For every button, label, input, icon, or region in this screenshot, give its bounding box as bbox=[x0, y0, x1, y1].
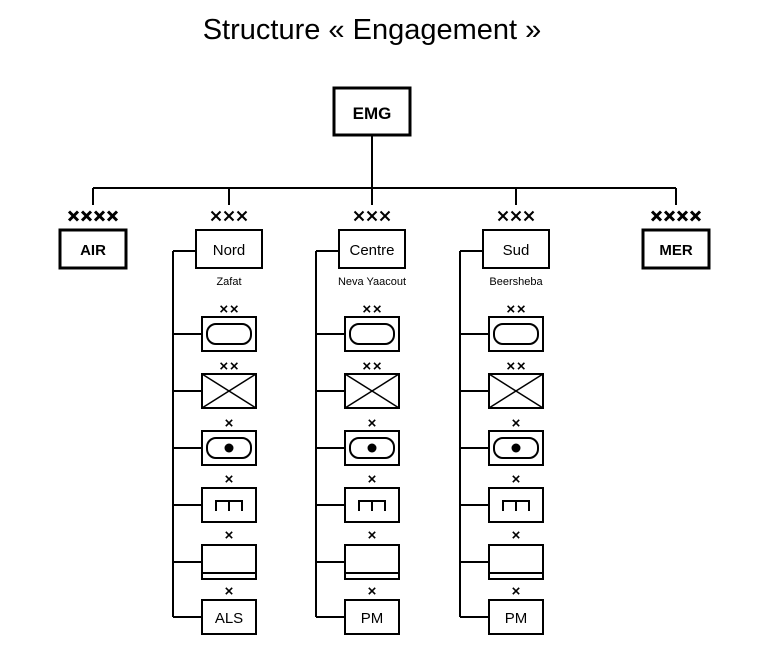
subunit-label: ALS bbox=[215, 610, 243, 627]
echelon-marker bbox=[368, 587, 376, 595]
subunit-row bbox=[460, 362, 544, 409]
subunit-column-nord: ALS bbox=[172, 250, 257, 635]
echelon-marker bbox=[512, 475, 520, 483]
root-label: EMG bbox=[353, 104, 392, 123]
engineer-icon bbox=[215, 500, 243, 511]
connectors bbox=[92, 135, 677, 205]
subunit-row bbox=[460, 419, 544, 466]
unit-label: AIR bbox=[80, 242, 106, 259]
infantry-icon bbox=[201, 373, 257, 409]
echelon-marker bbox=[512, 419, 520, 427]
armor-icon bbox=[206, 323, 252, 345]
subordinate-units: ALS PM PM bbox=[172, 250, 544, 635]
subunit-row bbox=[460, 531, 544, 580]
subunit-row bbox=[173, 475, 257, 523]
subunit-row bbox=[460, 475, 544, 523]
unit-label: Centre bbox=[349, 242, 394, 259]
infantry-icon bbox=[344, 373, 400, 409]
echelon-marker bbox=[225, 419, 233, 427]
subunit-row bbox=[173, 419, 257, 466]
subunit-box bbox=[201, 316, 257, 352]
subunit-box bbox=[344, 599, 400, 635]
engineer-icon bbox=[358, 500, 386, 511]
unit-label: Sud bbox=[503, 242, 530, 259]
subunit-label: PM bbox=[361, 610, 384, 627]
armor-icon bbox=[349, 323, 395, 345]
subunit-row bbox=[173, 531, 257, 580]
diagram-title: Structure « Engagement » bbox=[203, 14, 542, 46]
root-node-emg: EMG bbox=[332, 86, 412, 137]
subunit-row bbox=[316, 305, 400, 352]
echelon-marker bbox=[507, 305, 525, 313]
echelon-marker bbox=[353, 210, 391, 222]
subunit-row: ALS bbox=[173, 587, 257, 635]
subunit-box bbox=[488, 599, 544, 635]
unit-box bbox=[641, 228, 711, 270]
echelon-marker bbox=[368, 419, 376, 427]
infantry-icon bbox=[488, 373, 544, 409]
unit-location: Beersheba bbox=[489, 276, 543, 288]
subunit-box bbox=[488, 316, 544, 352]
subunit-row: PM bbox=[460, 587, 544, 635]
echelon-marker bbox=[225, 531, 233, 539]
mechanized-icon bbox=[493, 437, 539, 459]
subunit-row bbox=[173, 362, 257, 409]
unit-location: Zafat bbox=[216, 276, 241, 288]
echelon-marker bbox=[497, 210, 535, 222]
echelon-marker bbox=[220, 305, 238, 313]
echelon-marker bbox=[67, 210, 119, 222]
subunit-box bbox=[201, 599, 257, 635]
subunit-row bbox=[173, 305, 257, 352]
echelon-marker bbox=[220, 362, 238, 370]
unit-label: MER bbox=[659, 242, 693, 259]
subunit-row bbox=[316, 419, 400, 466]
unit-box bbox=[195, 229, 263, 269]
echelon-marker bbox=[507, 362, 525, 370]
unit-box bbox=[482, 229, 550, 269]
engineer-icon bbox=[502, 500, 530, 511]
subunit-row bbox=[316, 362, 400, 409]
unit-box bbox=[338, 229, 406, 269]
echelon-marker bbox=[225, 475, 233, 483]
mechanized-icon bbox=[206, 437, 252, 459]
armor-icon bbox=[493, 323, 539, 345]
subunit-row bbox=[460, 305, 544, 352]
subunit-row: PM bbox=[316, 587, 400, 635]
echelon-marker bbox=[225, 587, 233, 595]
subunit-column-sud: PM bbox=[459, 250, 544, 635]
subunit-row bbox=[316, 531, 400, 580]
subunit-row bbox=[316, 475, 400, 523]
unit-box bbox=[58, 228, 128, 270]
subunit-box bbox=[488, 487, 544, 523]
subunit-column-centre: PM bbox=[315, 250, 400, 635]
unit-mer: MER bbox=[641, 210, 711, 270]
echelon-marker bbox=[363, 362, 381, 370]
echelon-marker bbox=[512, 587, 520, 595]
echelon-marker bbox=[210, 210, 248, 222]
echelon-marker bbox=[363, 305, 381, 313]
unit-air: AIR bbox=[58, 210, 128, 270]
echelon-marker bbox=[368, 531, 376, 539]
subunit-label: PM bbox=[505, 610, 528, 627]
mechanized-icon bbox=[349, 437, 395, 459]
unit-label: Nord bbox=[213, 242, 246, 259]
echelon-marker bbox=[512, 531, 520, 539]
unit-location: Neva Yaacout bbox=[338, 276, 406, 288]
subunit-box bbox=[344, 316, 400, 352]
echelon-marker bbox=[368, 475, 376, 483]
echelon-marker bbox=[650, 210, 702, 222]
